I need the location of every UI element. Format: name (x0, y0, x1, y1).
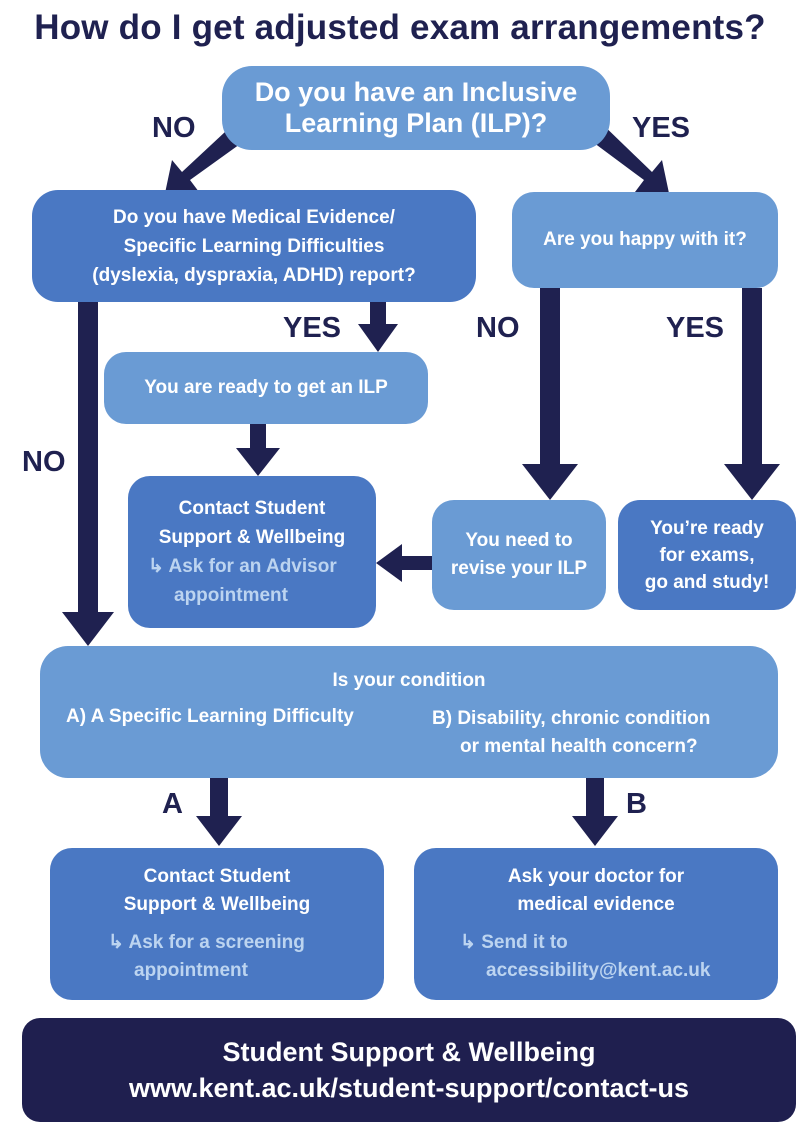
node-screening-line3: ↳ Ask for a screening (108, 932, 305, 953)
node-condition: Is your condition A) A Specific Learning… (40, 646, 778, 778)
label-a: A (162, 788, 183, 820)
node-advisor-line2: Support & Wellbeing (158, 527, 346, 548)
arrow-revise-contact-shaft (400, 556, 434, 570)
node-revise-ilp: You need to revise your ILP (432, 500, 606, 610)
node-condition-heading: Is your condition (332, 670, 486, 691)
node-exams-line2: for exams, (659, 544, 755, 566)
node-condition-option-b2: or mental health concern? (460, 736, 698, 757)
node-advisor-line1: Contact Student (178, 498, 326, 519)
node-ready-ilp: You are ready to get an ILP (104, 352, 428, 424)
node-happy-question: Are you happy with it? (512, 192, 778, 288)
arrow-yes-ilp-shaft (370, 302, 386, 326)
node-medical-evidence: Do you have Medical Evidence/ Specific L… (32, 190, 476, 302)
node-doctor-line4: accessibility@kent.ac.uk (486, 960, 711, 981)
node-medical-line1: Do you have Medical Evidence/ (113, 206, 395, 228)
node-revise-line2: revise your ILP (450, 558, 588, 579)
arrow-b-head (572, 816, 618, 846)
node-ilp-question: Do you have an Inclusive Learning Plan (… (222, 66, 610, 150)
node-medical-line3: (dyslexia, dyspraxia, ADHD) report? (92, 264, 416, 286)
arrow-no-mid-shaft (540, 288, 560, 466)
arrow-ilp-contact-head (236, 448, 280, 476)
label-no-left: NO (152, 112, 196, 144)
node-ready-exams: You’re ready for exams, go and study! (618, 500, 796, 610)
node-condition-option-a: A) A Specific Learning Difficulty (66, 706, 354, 727)
footer-banner: Student Support & Wellbeing www.kent.ac.… (22, 1018, 796, 1122)
arrow-a-shaft (210, 778, 228, 818)
node-contact-advisor: Contact Student Support & Wellbeing ↳ As… (128, 476, 376, 628)
arrow-revise-contact-head (376, 544, 402, 582)
node-doctor: Ask your doctor for medical evidence ↳ S… (414, 848, 778, 1000)
label-b: B (626, 788, 647, 820)
node-ready-ilp-text: You are ready to get an ILP (144, 377, 388, 398)
node-exams-line1: You’re ready (650, 517, 764, 539)
label-yes-ilp: YES (283, 312, 342, 344)
node-screening-line2: Support & Wellbeing (123, 894, 311, 915)
node-medical-line2: Specific Learning Difficulties (123, 235, 385, 257)
node-screening-line1: Contact Student (143, 866, 291, 887)
node-revise-line1: You need to (465, 530, 573, 551)
arrow-a-head (196, 816, 242, 846)
arrow-yes-mid-head (724, 464, 780, 500)
arrow-no-long-head (62, 612, 114, 646)
arrow-ilp-contact-shaft (250, 422, 266, 450)
node-doctor-line1: Ask your doctor for (507, 866, 685, 887)
node-condition-option-b1: B) Disability, chronic condition (432, 708, 711, 729)
node-doctor-line2: medical evidence (517, 894, 675, 915)
arrow-no-mid-head (522, 464, 578, 500)
node-contact-screening: Contact Student Support & Wellbeing ↳ As… (50, 848, 384, 1000)
label-no-mid: NO (476, 312, 520, 344)
node-ilp-question-line2: Learning Plan (ILP)? (284, 108, 548, 138)
label-no-far: NO (22, 446, 66, 478)
footer-url[interactable]: www.kent.ac.uk/student-support/contact-u… (128, 1073, 690, 1103)
arrow-no-long-shaft (78, 302, 98, 614)
node-screening-line4: appointment (134, 960, 248, 981)
label-yes-mid: YES (666, 312, 725, 344)
arrow-b-shaft (586, 778, 604, 818)
node-doctor-line3: ↳ Send it to (460, 932, 568, 953)
node-happy-text: Are you happy with it? (543, 229, 747, 250)
node-ilp-question-line1: Do you have an Inclusive (254, 77, 578, 107)
footer-title: Student Support & Wellbeing (222, 1037, 596, 1067)
arrow-yes-ilp-head (358, 324, 398, 352)
node-advisor-line3: ↳ Ask for an Advisor (148, 556, 337, 577)
label-yes-right: YES (632, 112, 691, 144)
node-exams-line3: go and study! (644, 571, 770, 593)
node-advisor-line4: appointment (174, 585, 288, 606)
page-title: How do I get adjusted exam arrangements? (34, 8, 766, 47)
arrow-yes-mid-shaft (742, 288, 762, 466)
